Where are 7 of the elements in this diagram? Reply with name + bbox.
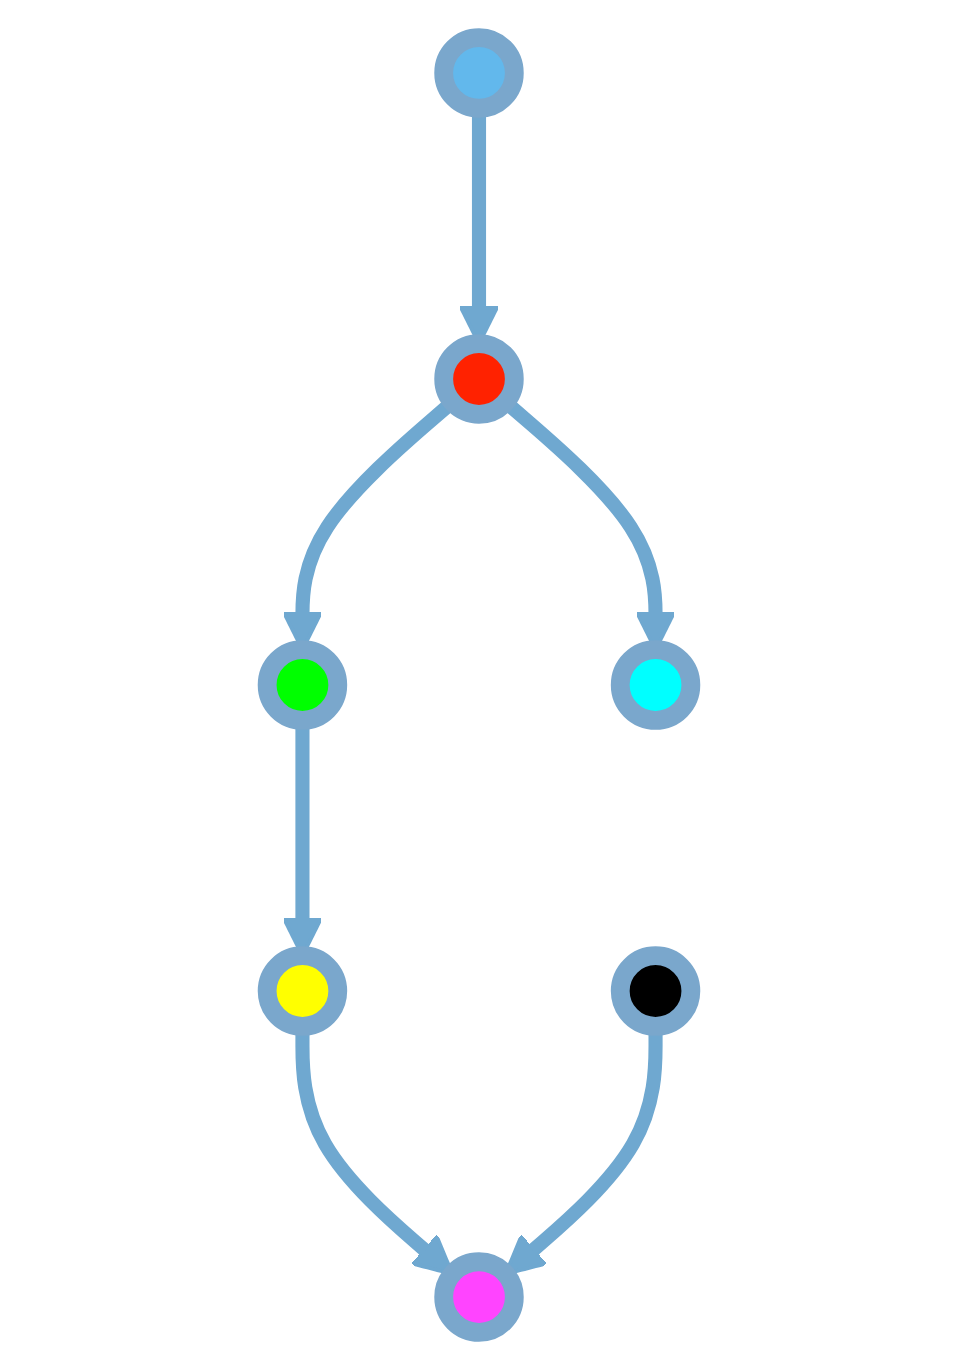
- node-circle: [610, 640, 701, 730]
- node-circle: [257, 946, 348, 1036]
- node-circle: [610, 946, 701, 1036]
- node-circle: [257, 640, 348, 730]
- node-circle: [434, 334, 524, 424]
- node-circle: [434, 1252, 524, 1342]
- node-circle: [434, 28, 524, 118]
